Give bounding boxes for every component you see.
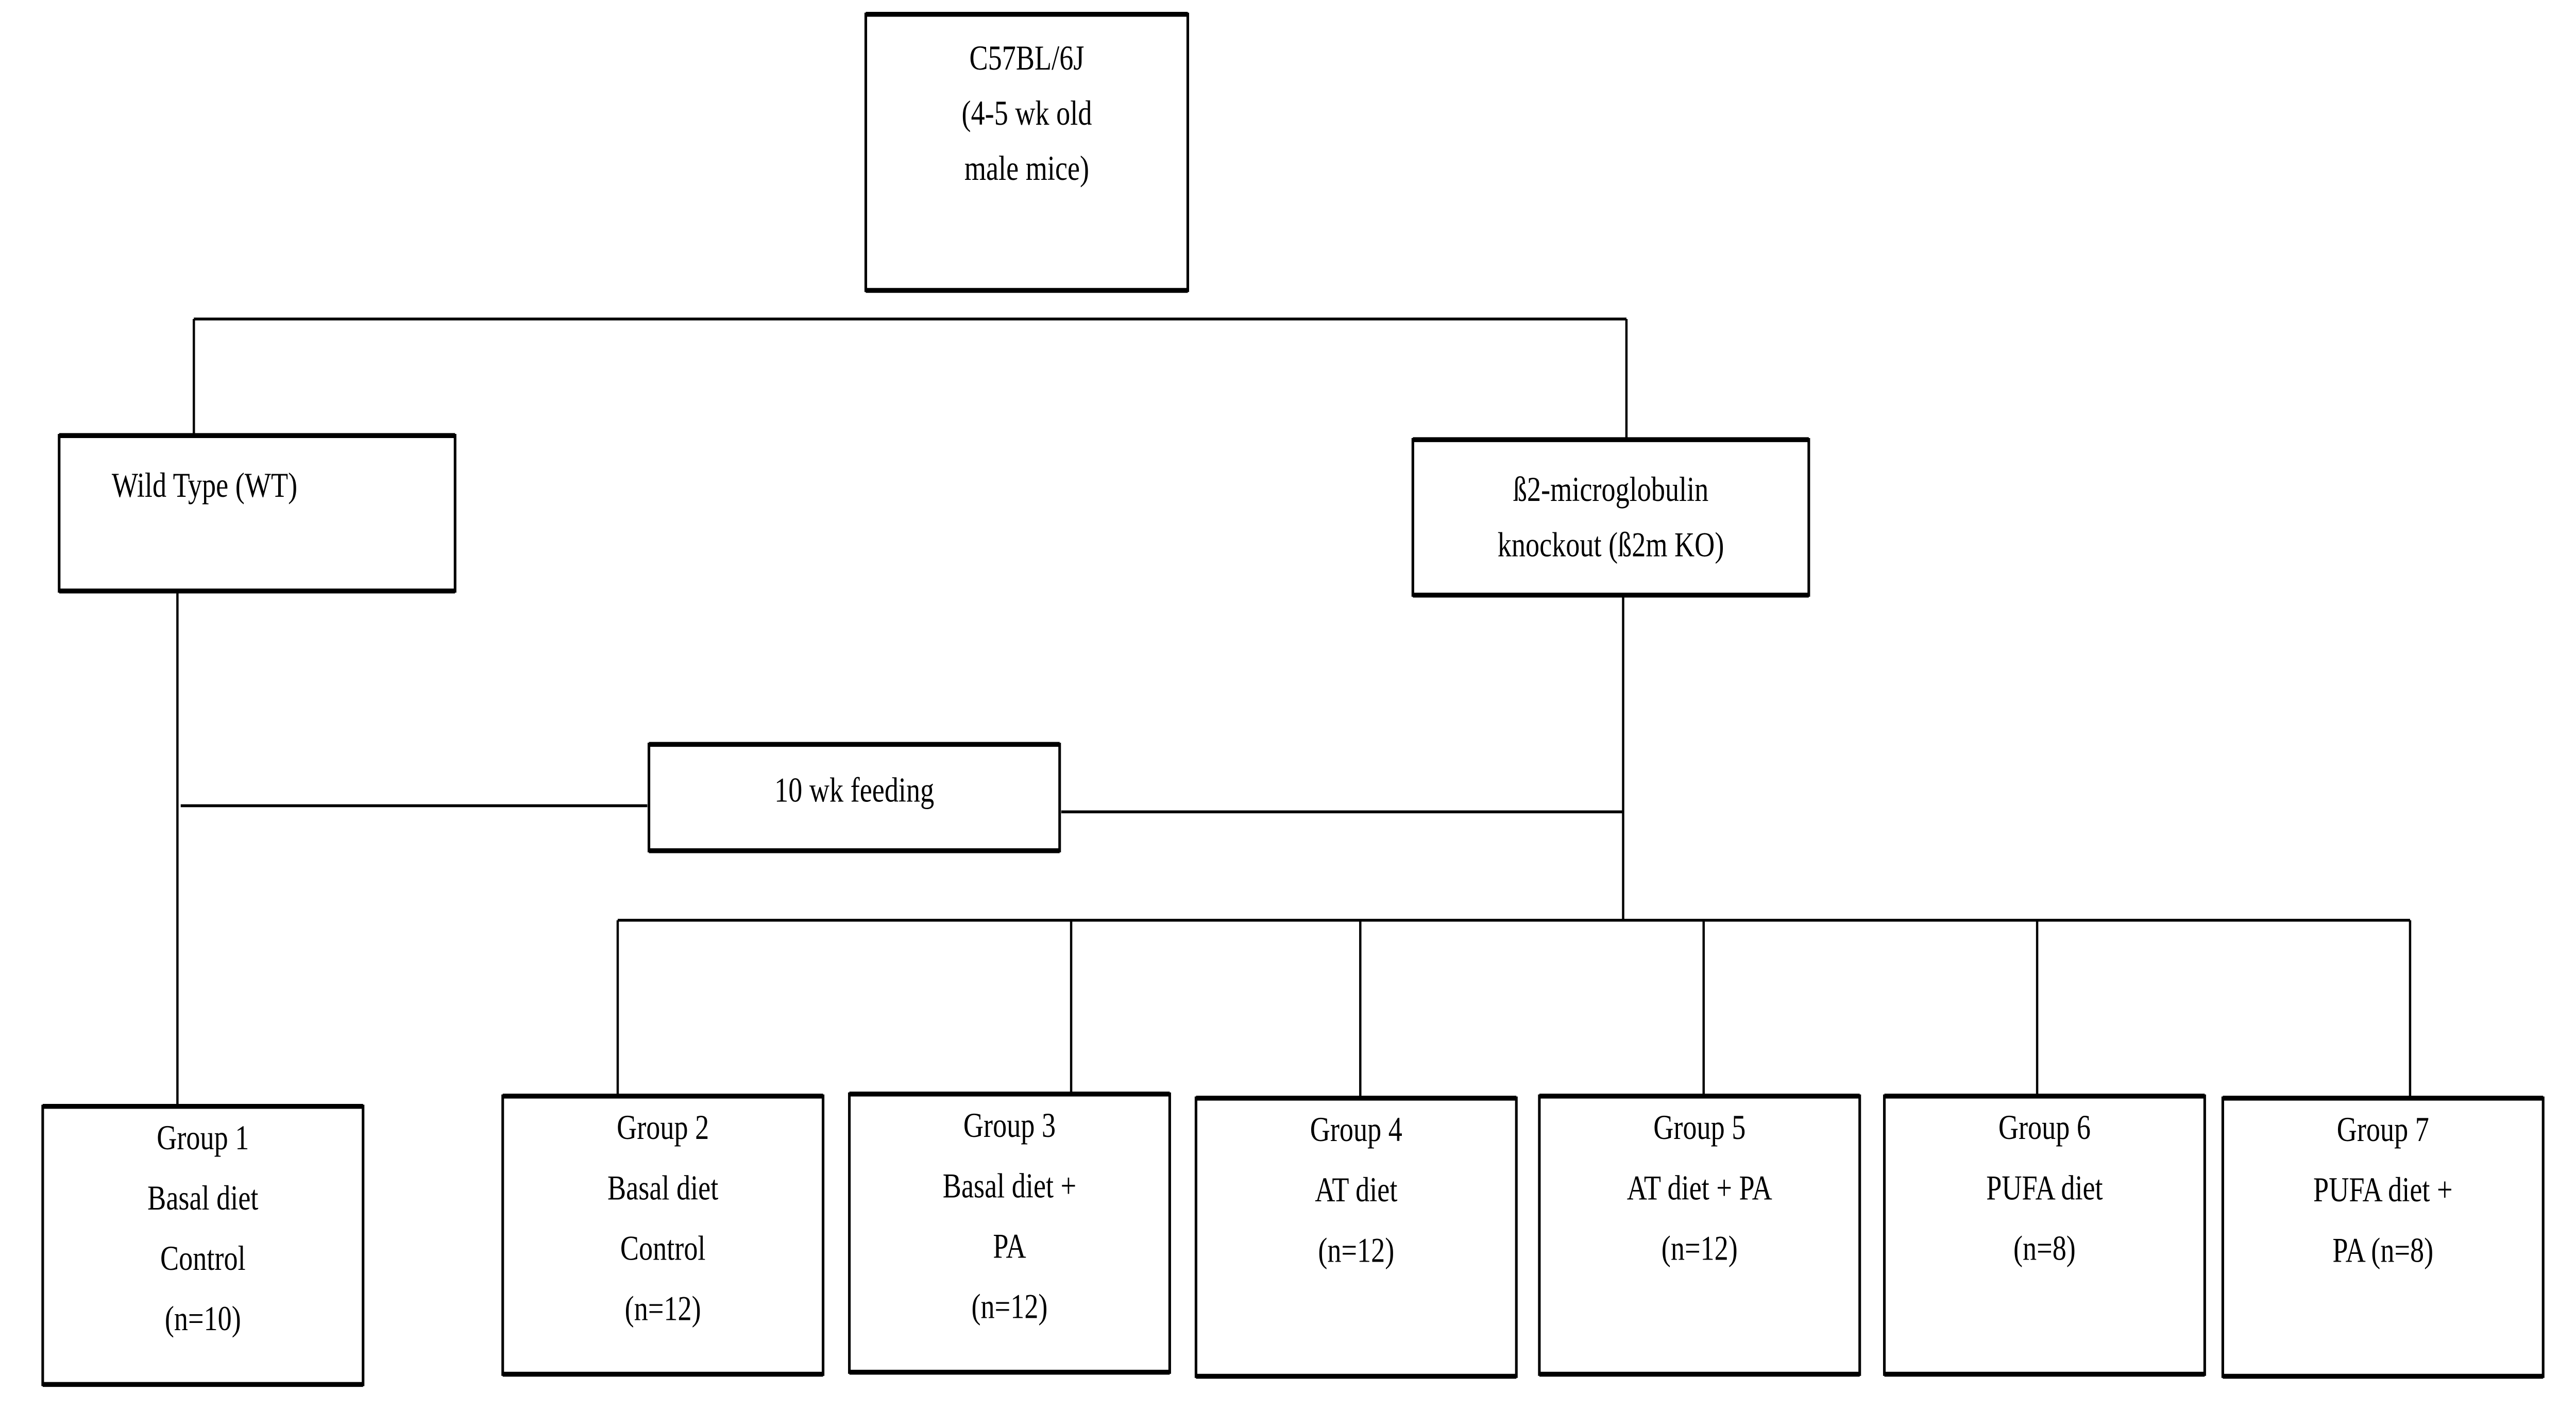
group-5-box: Group 5 AT diet + PA (n=12) [1538,1094,1861,1377]
group-6-box-label: PUFA diet [1986,1169,2103,1207]
wild-type-box: Wild Type (WT) [58,433,456,594]
group-3-box-label: Basal diet + [943,1167,1076,1205]
group-4-box-label: AT diet [1315,1171,1397,1210]
nodes: C57BL/6J (4-5 wk old male mice) Wild Type (… [41,12,2545,1387]
connectors [176,317,2412,1106]
group-7-box-label: Group 7 [2337,1111,2429,1149]
group-4-box-label: Group 4 [1310,1111,1402,1149]
group-3-box-label: (n=12) [972,1287,1048,1326]
group-3-box: Group 3 Basal diet + PA (n=12) [848,1092,1171,1375]
group-1-box-border [41,1104,365,1386]
knockout-box-label: knockout (ß2m KO) [1498,526,1724,564]
group-4-box: Group 4 AT diet (n=12) [1194,1096,1518,1379]
group-5-box-label: AT diet + PA [1627,1169,1772,1207]
knockout-box-border [1411,438,1810,597]
group-2-box-border [501,1094,825,1376]
group-7-box-border [2221,1096,2545,1378]
group-6-box-label: Group 6 [1998,1109,2091,1147]
group-2-box-label: Control [620,1229,706,1268]
group-6-box-label: (n=8) [2013,1229,2076,1268]
group-1-box-label: Control [160,1239,246,1278]
group-6-box: Group 6 PUFA diet (n=8) [1883,1094,2206,1377]
group-7-box: Group 7 PUFA diet + PA (n=8) [2221,1096,2545,1379]
wild-type-box-border [58,434,456,593]
root-strain-box-label: (4-5 wk old [962,94,1092,133]
group-2-box-label: Basal diet [607,1169,718,1207]
group-3-box-border [848,1092,1171,1374]
group-3-box-label: PA [993,1227,1026,1266]
feeding-duration-box-label: 10 wk feeding [774,771,934,810]
group-3-box-label: Group 3 [963,1106,1056,1145]
group-2-box-label: Group 2 [617,1109,709,1147]
group-5-box-label: (n=12) [1662,1229,1738,1268]
group-7-box-label: PA (n=8) [2332,1231,2433,1270]
group-2-box-label: (n=12) [625,1289,701,1328]
wild-type-box-label: Wild Type (WT) [112,466,297,505]
knockout-box-label: ß2-microglobulin [1513,471,1708,509]
group-1-box-label: Basal diet [147,1179,258,1218]
group-5-box-label: Group 5 [1653,1109,1745,1147]
group-1-box-label: (n=10) [165,1300,241,1338]
feeding-duration-box-border [648,743,1061,852]
root-strain-box-label: C57BL/6J [970,39,1084,77]
group-1-box-label: Group 1 [157,1119,249,1158]
root-strain-box: C57BL/6J (4-5 wk old male mice) [864,12,1190,293]
root-strain-box-label: male mice) [964,149,1089,188]
knockout-box: ß2-microglobulin knockout (ß2m KO) [1411,437,1810,598]
group-6-box-border [1883,1094,2206,1376]
group-4-box-label: (n=12) [1318,1231,1394,1270]
group-7-box-label: PUFA diet + [2313,1171,2453,1210]
feeding-duration-box: 10 wk feeding [648,742,1061,853]
root-strain-box-border [864,12,1190,292]
group-4-box-border [1194,1096,1518,1378]
